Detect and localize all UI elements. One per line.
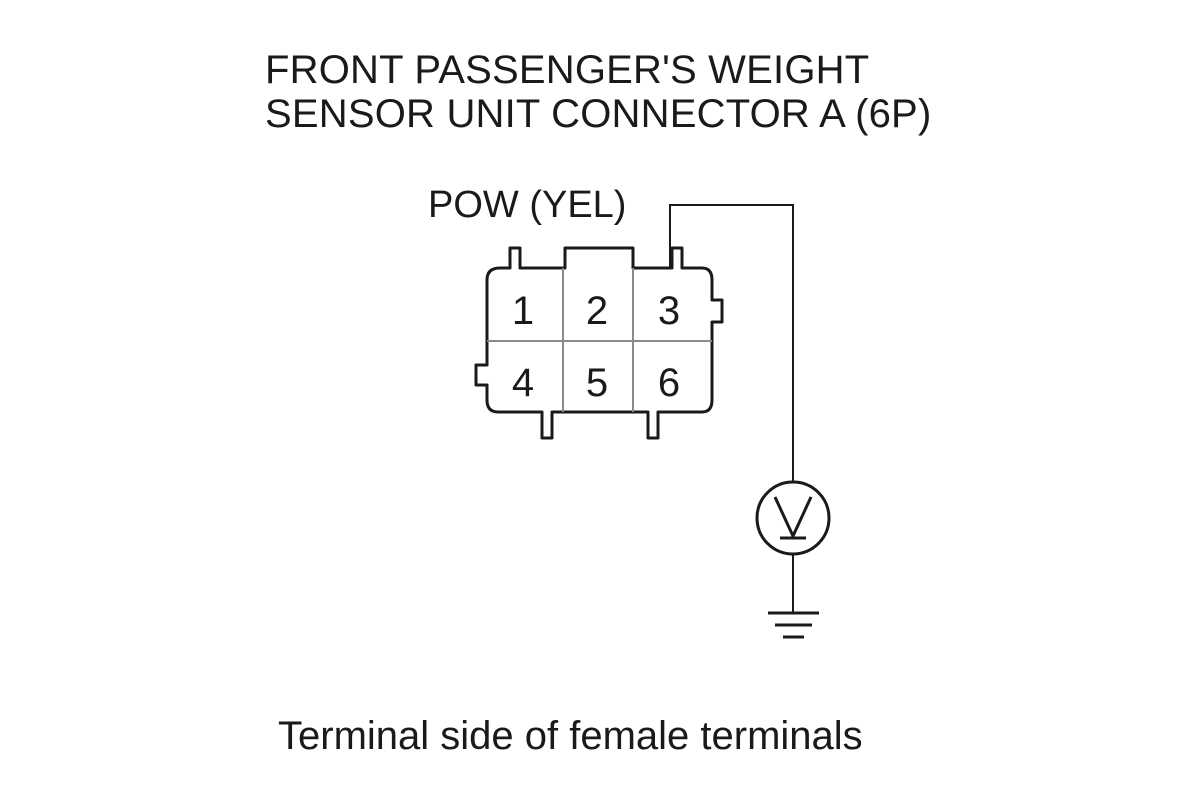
pin-3: 3	[658, 289, 680, 333]
pin-6: 6	[658, 361, 680, 405]
ground-icon	[768, 611, 819, 639]
title-line-2: SENSOR UNIT CONNECTOR A (6P)	[265, 92, 932, 136]
wire-label-pow-yel: POW (YEL)	[428, 184, 626, 226]
voltmeter-v	[773, 496, 813, 540]
connector-housing	[474, 246, 724, 440]
pin-4: 4	[512, 361, 534, 405]
pin-1: 1	[512, 289, 534, 333]
diagram-caption: Terminal side of female terminals	[278, 714, 863, 758]
pin-labels: 1 2 3 4 5 6	[512, 289, 680, 405]
voltmeter-icon	[755, 480, 831, 556]
title-line-1: FRONT PASSENGER'S WEIGHT	[265, 48, 870, 92]
connector-grid	[487, 268, 712, 412]
pin-2: 2	[586, 289, 608, 333]
pin-5: 5	[586, 361, 608, 405]
diagram-title: FRONT PASSENGER'S WEIGHT SENSOR UNIT CON…	[265, 48, 931, 136]
probe-wire	[669, 204, 794, 482]
voltmeter-circle	[755, 480, 831, 556]
